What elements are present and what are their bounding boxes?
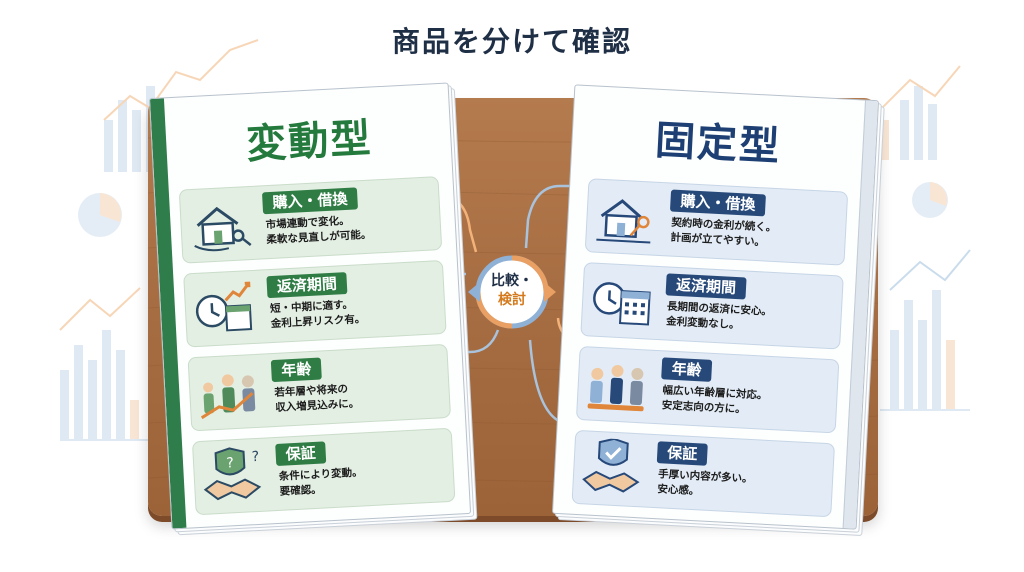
two-way-arrow-icon [468, 255, 556, 329]
page-title: 商品を分けて確認 [391, 25, 632, 58]
section-heading: 購入・借換 [261, 187, 359, 215]
section-guarantee: ? ? 保証 条件により変動。 要確認。 [191, 427, 456, 516]
section-heading: 年齢 [270, 357, 322, 383]
fixed-rate-booklet: 固定型 購入・借換 契約時の金利が続く。 計画が立てやすい。 [551, 84, 885, 536]
booklet-cover: 固定型 購入・借換 契約時の金利が続く。 計画が立てやすい。 [551, 84, 880, 530]
section-purchase-refinance: 購入・借換 契約時の金利が続く。 計画が立てやすい。 [584, 178, 849, 266]
section-heading: 返済期間 [665, 273, 747, 300]
section-description: 短・中期に適す。 金利上昇リスク有。 [269, 298, 366, 331]
handshake-question-icon: ? ? [203, 447, 262, 501]
section-description: 契約時の金利が続く。 計画が立てやすい。 [670, 216, 777, 249]
section-heading: 保証 [275, 441, 327, 466]
compare-label: 比較・ 検討 [491, 273, 533, 308]
variable-rate-booklet: 変動型 購入・借換 市場連動で変化。 柔軟な見直しが可能。 [148, 82, 478, 536]
house-key-icon [194, 206, 252, 252]
svg-text:?: ? [251, 449, 259, 465]
section-description: 若年層や将来の 収入増見込みに。 [274, 383, 360, 414]
clock-calendar-icon [195, 281, 253, 332]
compare-badge: 比較・ 検討 [466, 246, 558, 338]
svg-text:?: ? [226, 455, 234, 471]
section-purchase-refinance: 購入・借換 市場連動で変化。 柔軟な見直しが可能。 [178, 176, 443, 264]
house-key-icon [596, 199, 651, 244]
section-description: 幅広い年齢層に対応。 安定志向の方に。 [661, 384, 768, 416]
section-heading: 購入・借換 [669, 189, 766, 217]
section-description: 長期間の返済に安心。 金利変動なし。 [665, 300, 773, 332]
booklet-title: 変動型 [245, 115, 374, 169]
section-age: 年齢 幅広い年齢層に対応。 安定志向の方に。 [575, 345, 840, 434]
section-guarantee: 保証 手厚い内容が多い。 安心感。 [571, 429, 836, 518]
section-heading: 保証 [656, 441, 708, 466]
section-description: 手厚い内容が多い。 安心感。 [657, 468, 753, 498]
family-group-icon [587, 364, 644, 412]
section-heading: 返済期間 [266, 272, 348, 299]
booklet-title: 固定型 [653, 117, 783, 171]
clock-calendar-icon [593, 282, 651, 326]
section-description: 条件により変動。 要確認。 [278, 466, 363, 498]
section-heading: 年齢 [661, 357, 713, 382]
family-growth-icon [200, 374, 256, 420]
section-repayment-period: 返済期間 長期間の返済に安心。 金利変動なし。 [580, 262, 844, 350]
handshake-shield-icon [582, 437, 640, 493]
section-age: 年齢 若年層や将来の 収入増見込みに。 [187, 343, 452, 432]
section-repayment-period: 返済期間 短・中期に適す。 金利上昇リスク有。 [183, 259, 447, 348]
booklet-cover: 変動型 購入・借換 市場連動で変化。 柔軟な見直しが可能。 [148, 82, 472, 530]
section-description: 市場連動で変化。 柔軟な見直しが可能。 [265, 214, 372, 247]
